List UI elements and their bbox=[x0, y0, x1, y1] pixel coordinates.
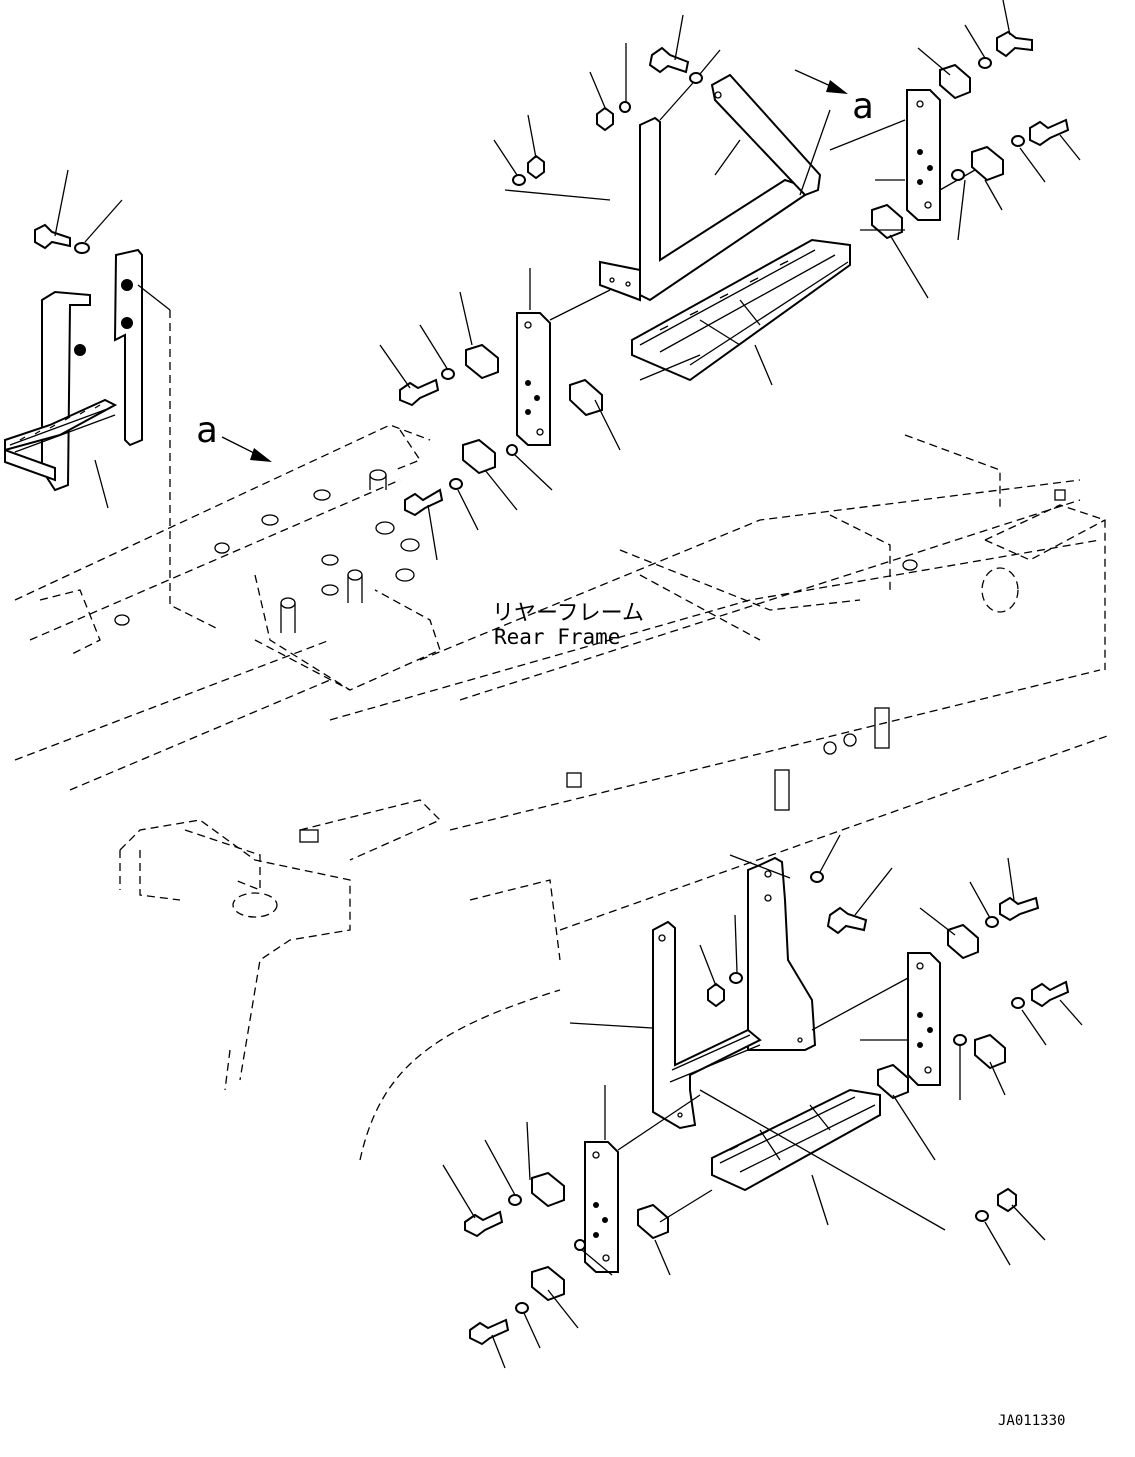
frame-label-japanese: リヤーフレーム bbox=[492, 601, 644, 626]
frame-label-english: Rear Frame bbox=[494, 625, 620, 649]
lower-hardware bbox=[442, 834, 1083, 1369]
frame-studs bbox=[114, 469, 1066, 843]
left-step-assembly bbox=[4, 248, 143, 492]
view-arrow-top bbox=[794, 69, 848, 94]
rear-frame-outline bbox=[14, 310, 1111, 1161]
left-hardware bbox=[34, 169, 171, 509]
upper-hardware bbox=[379, 0, 1081, 561]
upper-step-assembly bbox=[459, 47, 1004, 475]
view-arrow-left bbox=[221, 436, 272, 462]
lower-step-assembly bbox=[526, 854, 1006, 1329]
drawing-code: JA011330 bbox=[998, 1413, 1065, 1429]
view-label-top: a bbox=[852, 86, 874, 127]
view-label-left: a bbox=[196, 410, 218, 451]
